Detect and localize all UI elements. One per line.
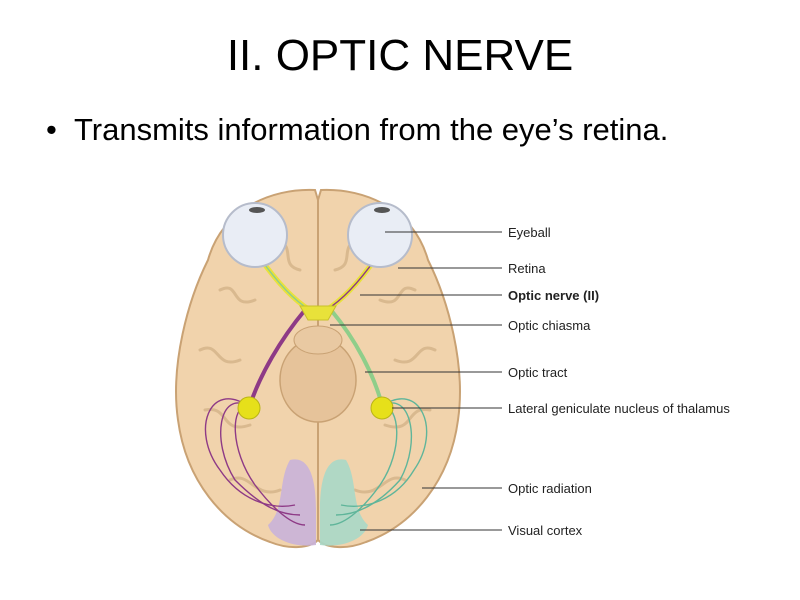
pons	[293, 325, 343, 355]
bullet-item: • Transmits information from the eye’s re…	[46, 110, 766, 150]
label-retina: Retina	[508, 261, 546, 276]
optic-tract-left	[248, 308, 307, 406]
brain-illustration: Eyeball Retina Optic nerve (II) Optic ch…	[175, 188, 730, 548]
optic-radiation-left	[204, 398, 306, 526]
optic-tract-right	[329, 308, 384, 406]
label-optic-radiation: Optic radiation	[508, 481, 592, 496]
optic-chiasma	[299, 305, 337, 321]
lgn-right	[370, 396, 394, 420]
optic-radiation-right	[329, 398, 428, 526]
eyeball-right	[347, 202, 413, 268]
lgn-left	[237, 396, 261, 420]
label-optic-chiasma: Optic chiasma	[508, 318, 591, 333]
bullet-marker: •	[46, 112, 57, 147]
eyeball-left	[222, 202, 288, 268]
visual-cortex-left	[268, 459, 316, 546]
optic-pathway-figure: Eyeball Retina Optic nerve (II) Optic ch…	[160, 180, 780, 560]
label-visual-cortex: Visual cortex	[508, 523, 583, 538]
label-optic-tract: Optic tract	[508, 365, 568, 380]
bullet-text: Transmits information from the eye’s ret…	[74, 112, 669, 147]
slide-title: II. OPTIC NERVE	[226, 31, 574, 80]
label-optic-nerve: Optic nerve (II)	[508, 288, 599, 303]
label-lgn: Lateral geniculate nucleus of thalamus	[508, 401, 730, 416]
visual-cortex-right	[320, 459, 368, 546]
label-eyeball: Eyeball	[508, 225, 551, 240]
callout-leaders	[330, 231, 502, 531]
